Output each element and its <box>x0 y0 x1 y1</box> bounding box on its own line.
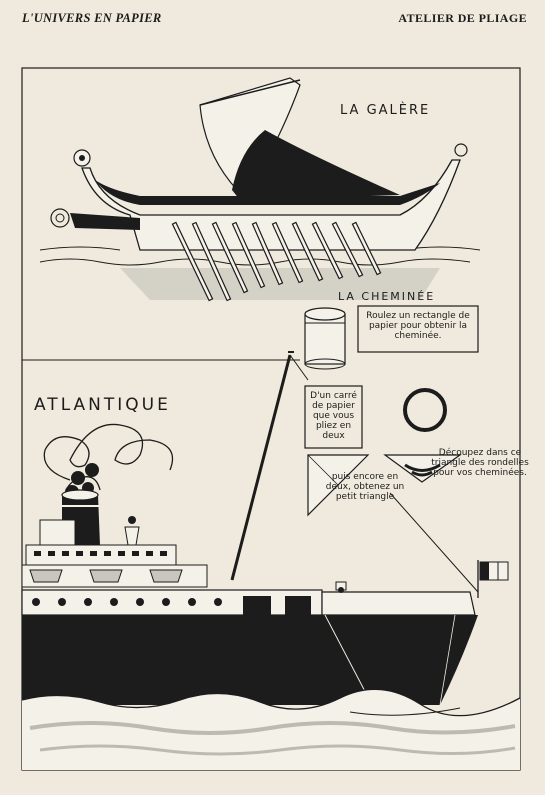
chimney-label: LA CHEMINÉE <box>338 290 436 303</box>
liner-drawing <box>21 351 521 770</box>
liner-label: ATLANTIQUE <box>34 395 171 415</box>
header-title-left: L'UNIVERS EN PAPIER <box>22 11 162 25</box>
header-title-right: ATELIER DE PLIAGE <box>398 11 527 25</box>
triangle-instruction-text: puis encore en deux, obtenez un petit tr… <box>325 472 405 502</box>
cut-triangle-drawing <box>383 454 462 483</box>
galley-label: LA GALÈRE <box>340 103 431 118</box>
square-instruction-text: D'un carré de papier que vous pliez en d… <box>310 391 357 441</box>
page-header: L'UNIVERS EN PAPIER ATELIER DE PLIAGE <box>0 0 545 34</box>
chimney-instruction-box <box>357 305 479 353</box>
chimney-drawing <box>304 307 346 370</box>
chimney-instruction-text: Roulez un rectangle de papier pour obten… <box>366 311 470 341</box>
rondelles-instruction-text: Découpez dans ce triangle des rondelles … <box>431 448 529 478</box>
galley-drawing <box>39 77 481 302</box>
paper-ring-drawing <box>403 388 447 432</box>
square-instruction-box <box>304 385 363 449</box>
